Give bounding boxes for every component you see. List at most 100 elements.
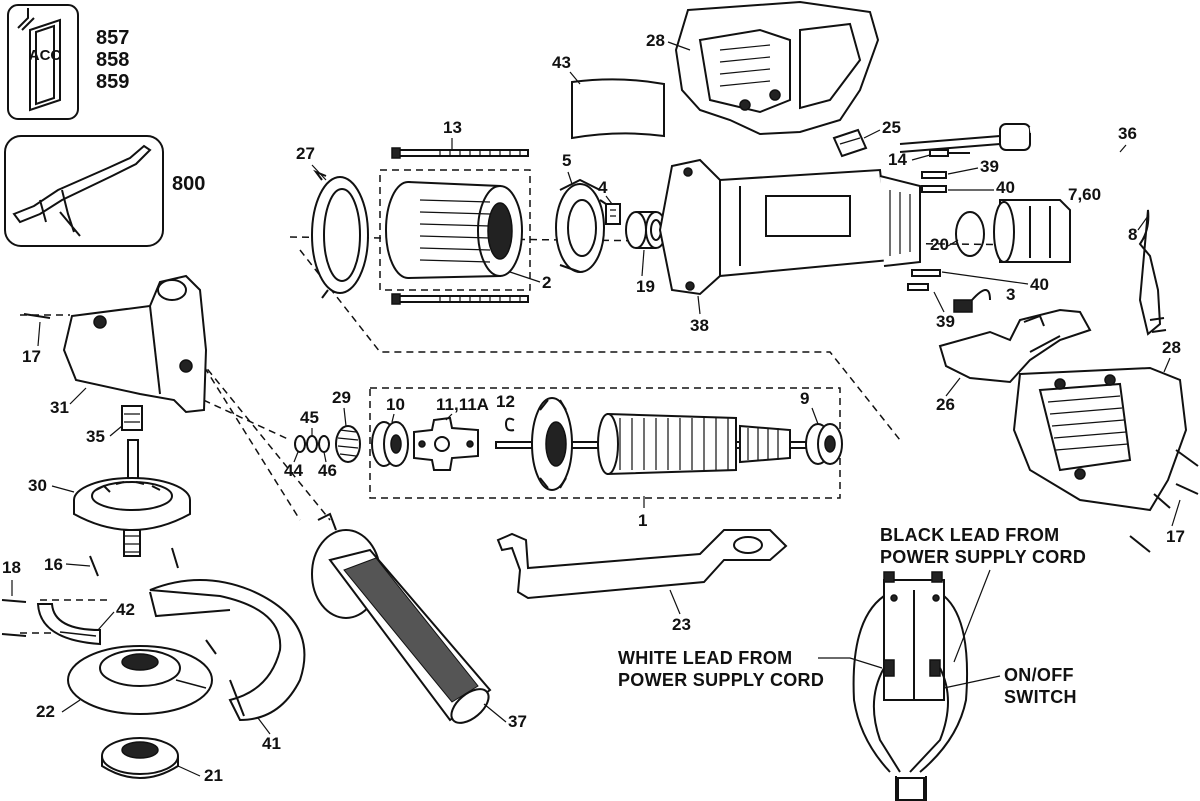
armature-assembly-box bbox=[369, 387, 841, 499]
part-label-28-upper: 28 bbox=[646, 31, 665, 50]
part-label-14: 14 bbox=[888, 150, 907, 169]
part-label-38: 38 bbox=[690, 316, 709, 335]
brush-3 bbox=[953, 289, 991, 313]
terminal-40-lower bbox=[911, 269, 941, 277]
part-label-3: 3 bbox=[1006, 285, 1015, 304]
motor-housing-38 bbox=[658, 158, 921, 296]
part-label-25: 25 bbox=[882, 118, 901, 137]
field-coil-2 bbox=[385, 181, 523, 279]
part-label-26: 26 bbox=[936, 395, 955, 414]
axis-line-diagonal bbox=[299, 249, 901, 441]
part-label-27: 27 bbox=[296, 144, 315, 163]
part-label-23: 23 bbox=[672, 615, 691, 634]
part-label-800: 800 bbox=[172, 173, 205, 195]
field-assembly-box bbox=[379, 169, 531, 291]
terminal-39-lower bbox=[907, 283, 929, 291]
screws-17-right bbox=[1129, 449, 1199, 553]
screws-16 bbox=[89, 547, 179, 577]
bearing-10 bbox=[371, 421, 409, 467]
flange-22 bbox=[67, 645, 213, 715]
part-label-17-left: 17 bbox=[22, 347, 41, 366]
part-label-21: 21 bbox=[204, 766, 223, 785]
axis-line-handle bbox=[199, 359, 331, 521]
part-label-42: 42 bbox=[116, 600, 135, 619]
part-label-8: 8 bbox=[1128, 225, 1137, 244]
part-label-4: 4 bbox=[598, 178, 608, 197]
part-label-857: 857 bbox=[96, 27, 129, 49]
terminal-39-upper bbox=[921, 171, 947, 193]
fan-baffle-27 bbox=[311, 169, 369, 299]
wiring-white-lead-line1: WHITE LEAD FROM bbox=[618, 648, 792, 668]
part-label-2: 2 bbox=[542, 273, 551, 292]
washers-44-45-46 bbox=[294, 435, 330, 453]
part-label-40-upper: 40 bbox=[996, 178, 1015, 197]
switch-actuator-26 bbox=[938, 308, 1092, 384]
part-label-859: 859 bbox=[96, 71, 129, 93]
wiring-white-lead-line2: POWER SUPPLY CORD bbox=[618, 670, 824, 690]
part-label-858: 858 bbox=[96, 49, 129, 71]
switch-clip-25 bbox=[832, 128, 868, 158]
axis-line-gearcase bbox=[159, 295, 301, 521]
acc-label: ACC bbox=[29, 47, 62, 64]
part-label-28-lower: 28 bbox=[1162, 338, 1181, 357]
wiring-diagram bbox=[852, 571, 969, 801]
part-label-31: 31 bbox=[50, 398, 69, 417]
bearing-plate-11 bbox=[413, 416, 479, 471]
part-label-17-right: 17 bbox=[1166, 527, 1185, 546]
part-label-37: 37 bbox=[508, 712, 527, 731]
wiring-black-lead-line2: POWER SUPPLY CORD bbox=[880, 547, 1086, 567]
part-label-10: 10 bbox=[386, 395, 405, 414]
terminal-14 bbox=[929, 149, 970, 157]
part-label-1: 1 bbox=[638, 511, 647, 530]
nameplate-43 bbox=[571, 78, 665, 140]
part-label-36: 36 bbox=[1118, 124, 1137, 143]
armature-1 bbox=[495, 397, 823, 491]
spindle-gear-30 bbox=[73, 439, 191, 557]
clamp-42 bbox=[36, 603, 101, 646]
part-label-11-11a: 11,11A bbox=[436, 395, 489, 414]
part-label-16: 16 bbox=[44, 555, 63, 574]
part-label-5: 5 bbox=[562, 151, 571, 170]
part-label-43: 43 bbox=[552, 53, 571, 72]
bearing-35 bbox=[121, 405, 143, 431]
part-label-22: 22 bbox=[36, 702, 55, 721]
part-label-41: 41 bbox=[262, 734, 281, 753]
wiring-black-lead-line1: BLACK LEAD FROM bbox=[880, 525, 1059, 545]
part-label-39-lower: 39 bbox=[936, 312, 955, 331]
side-handle-37 bbox=[311, 512, 492, 724]
wiring-switch-line2: SWITCH bbox=[1004, 687, 1077, 707]
part-label-13: 13 bbox=[443, 118, 462, 137]
spanner-wrench-23 bbox=[496, 529, 788, 600]
field-screws-13 bbox=[391, 147, 529, 305]
motor-housing-cover-upper bbox=[674, 0, 880, 136]
screws-18 bbox=[1, 599, 27, 637]
part-label-30: 30 bbox=[28, 476, 47, 495]
switch-7-60 bbox=[993, 199, 1071, 263]
part-label-29: 29 bbox=[332, 388, 351, 407]
part-label-20: 20 bbox=[930, 235, 949, 254]
part-label-18: 18 bbox=[2, 558, 21, 577]
accessory-box-857-859: ACC bbox=[7, 4, 79, 120]
brush-4 bbox=[605, 203, 621, 225]
part-label-19: 19 bbox=[636, 277, 655, 296]
power-cord-36 bbox=[899, 123, 1167, 336]
pinion-29 bbox=[335, 425, 361, 463]
part-label-40-lower: 40 bbox=[1030, 275, 1049, 294]
wheel-guard-41 bbox=[149, 579, 306, 722]
part-label-12: 12 bbox=[496, 392, 515, 411]
bearing-9 bbox=[805, 423, 843, 465]
nut-21 bbox=[101, 737, 179, 779]
ring-20 bbox=[955, 211, 985, 257]
part-label-35: 35 bbox=[86, 427, 105, 446]
accessory-box-800 bbox=[4, 135, 164, 247]
screw-17-left bbox=[23, 313, 51, 319]
part-label-45: 45 bbox=[300, 408, 319, 427]
part-label-44: 44 bbox=[284, 461, 303, 480]
gear-case-31 bbox=[62, 274, 208, 414]
wiring-switch-line1: ON/OFF bbox=[1004, 665, 1074, 685]
part-label-7-60: 7,60 bbox=[1068, 185, 1101, 204]
retaining-clip-12 bbox=[504, 417, 515, 432]
motor-housing-cover-lower bbox=[1012, 366, 1188, 512]
part-label-9: 9 bbox=[800, 389, 809, 408]
